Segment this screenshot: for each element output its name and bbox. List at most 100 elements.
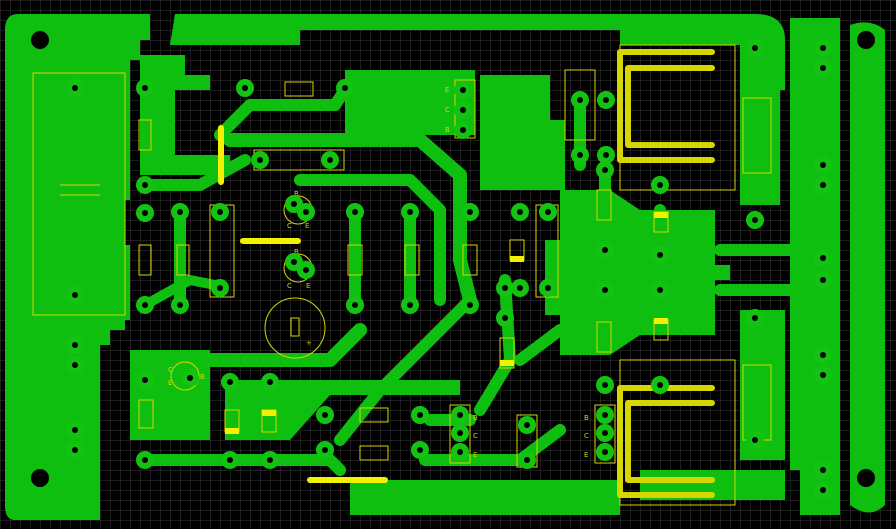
pad-drill-hole (657, 287, 663, 293)
pad-drill-hole (752, 437, 758, 443)
pad-drill-hole (242, 85, 248, 91)
silk-resistor-r5 (347, 244, 363, 276)
pad-drill-hole (502, 315, 508, 321)
copper-left-lower (60, 235, 125, 340)
silk-resistor-r4 (284, 81, 314, 97)
q2-label-e: E (306, 282, 310, 290)
diode-band-2 (500, 360, 514, 366)
pad-drill-hole (603, 152, 609, 158)
silk-electrolytic-capacitor (264, 297, 326, 359)
strap-upper (617, 49, 715, 163)
pads (31, 31, 875, 499)
pad-drill-hole (142, 302, 148, 308)
pad-drill-hole (407, 209, 413, 215)
pad-drill-hole (820, 255, 826, 261)
pad-drill-hole (602, 449, 608, 455)
pad-drill-hole (545, 209, 551, 215)
pad-drill-hole (322, 447, 328, 453)
diode-band-6 (262, 410, 276, 416)
silk-transistor-q6-outline (594, 404, 616, 464)
q5-label-e: E (473, 451, 477, 459)
pad-drill-hole (291, 259, 297, 265)
pad-drill-hole (752, 315, 758, 321)
pad-drill-hole (72, 85, 78, 91)
pad-drill-hole (227, 457, 233, 463)
diode-band-5 (225, 428, 239, 434)
pad-drill-hole (142, 457, 148, 463)
pad-drill-hole (657, 182, 663, 188)
pad-drill-hole (303, 209, 309, 215)
pad-drill-hole (352, 209, 358, 215)
pad-drill-hole (517, 209, 523, 215)
pad-drill-hole (257, 157, 263, 163)
silk-resistor-r12 (138, 399, 154, 429)
mounting-hole (857, 31, 875, 49)
mounting-hole (31, 31, 49, 49)
q3-label-e: E (445, 86, 449, 94)
pad-drill-hole (657, 252, 663, 258)
pad-drill-hole (602, 382, 608, 388)
copper-upper-mid-right (345, 70, 475, 135)
pad-drill-hole (417, 447, 423, 453)
pad-drill-hole (602, 247, 608, 253)
q6-label-b: B (584, 414, 589, 422)
pad-drill-hole (820, 162, 826, 168)
q3-label-c: C (445, 106, 450, 114)
pad-drill-hole (352, 302, 358, 308)
silk-resistor-r17 (499, 337, 515, 369)
q2-label-c: C (287, 282, 292, 290)
silk-resistor-r2 (138, 244, 152, 276)
q6-label-e: E (584, 451, 588, 459)
pad-drill-hole (524, 457, 530, 463)
pad-drill-hole (457, 449, 463, 455)
q4-label-b: B (200, 373, 205, 381)
q1-label-b: B (294, 190, 299, 198)
silk-connector-left (32, 72, 126, 316)
pad-drill-hole (72, 292, 78, 298)
silk-transistor-tip-upper (564, 69, 596, 141)
pad-drill-hole (72, 447, 78, 453)
q4-label-c: C (168, 366, 173, 374)
mounting-hole (857, 469, 875, 487)
pad-drill-hole (72, 427, 78, 433)
copper-top-right-strip (790, 18, 840, 515)
pad-drill-hole (657, 382, 663, 388)
pad-drill-hole (187, 375, 193, 381)
pad-drill-hole (545, 285, 551, 291)
pad-drill-hole (142, 85, 148, 91)
pad-drill-hole (267, 457, 273, 463)
pad-drill-hole (327, 157, 333, 163)
pad-drill-hole (217, 285, 223, 291)
pad-drill-hole (460, 87, 466, 93)
pad-drill-hole (820, 487, 826, 493)
pad-drill-hole (457, 412, 463, 418)
pad-drill-hole (820, 65, 826, 71)
q5-label-b: B (473, 414, 478, 422)
copper-bottom-bus (350, 480, 620, 515)
pad-drill-hole (142, 377, 148, 383)
copper-right-mid-upper (740, 45, 785, 205)
pad-drill-hole (602, 430, 608, 436)
pad-drill-hole (142, 210, 148, 216)
pad-drill-hole (602, 287, 608, 293)
silk-resistor-r8 (596, 189, 612, 221)
q2-label-b: B (294, 248, 299, 256)
pad-drill-hole (227, 379, 233, 385)
pad-drill-hole (177, 302, 183, 308)
copper-left-mid (140, 55, 230, 175)
pad-drill-hole (820, 45, 826, 51)
pad-drill-hole (517, 285, 523, 291)
silk-transistor-q4 (170, 361, 200, 391)
pad-drill-hole (524, 422, 530, 428)
silk-resistor-r9 (596, 321, 612, 353)
pad-drill-hole (820, 467, 826, 473)
pad-drill-hole (407, 302, 413, 308)
pad-drill-hole (752, 217, 758, 223)
silk-resistor-r6 (404, 244, 420, 276)
pad-drill-hole (820, 182, 826, 188)
pad-drill-hole (303, 267, 309, 273)
pad-drill-hole (457, 430, 463, 436)
pad-drill-hole (460, 107, 466, 113)
silkscreen: + B C E B C E E C B C E B B C E B C E (32, 44, 772, 506)
pad-drill-hole (467, 209, 473, 215)
